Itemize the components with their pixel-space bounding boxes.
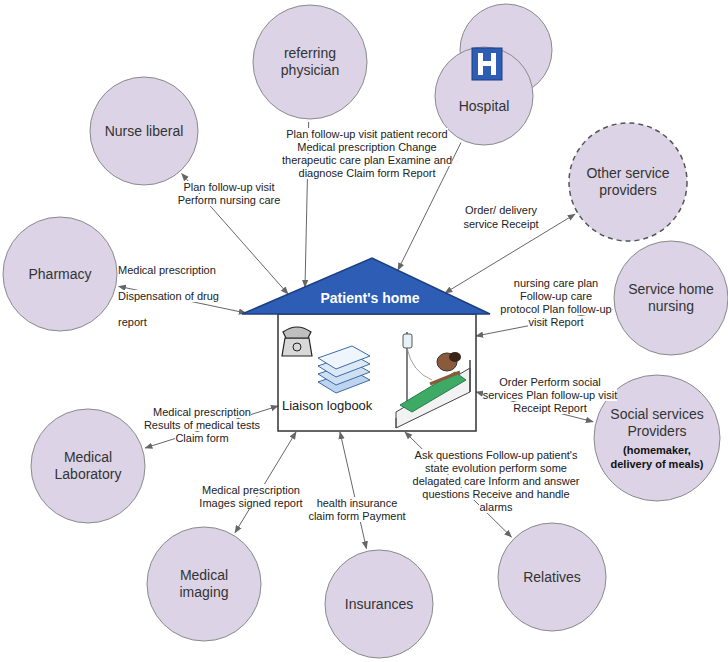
circle-node: Social services Providers (homemaker, del… (593, 374, 721, 502)
edge-label: Order/ delivery service Receipt (456, 203, 546, 231)
edge-label-text: Medical prescription Images signed repor… (199, 484, 302, 509)
edge-label-text: Order/ delivery service Receipt (463, 204, 538, 230)
circle-node: Service home nursing (613, 240, 728, 356)
text-area: Pharmacy (2, 216, 118, 332)
node-title: Pharmacy (28, 266, 91, 283)
connector-arrow (235, 432, 296, 533)
edge-label-text: Plan follow-up visit patient record Medi… (282, 128, 452, 179)
telephone-icon (282, 327, 312, 356)
edge-label-text: Medical prescription Dispensation of dru… (118, 264, 219, 328)
connector-arrow (405, 432, 511, 537)
node-title: Medical Laboratory (43, 449, 133, 483)
text-area: Medical Laboratory (30, 408, 146, 524)
circle-shape (31, 409, 145, 523)
circle-shape (253, 5, 367, 119)
text-area: Relatives (497, 522, 607, 632)
text-area: referring physician (252, 4, 368, 120)
patient-in-bed (396, 332, 470, 428)
circle-node: referring physician (252, 4, 368, 120)
text-area: Medical imaging (146, 526, 262, 642)
circle-node: Medical Laboratory (30, 408, 146, 524)
node-title: Other service providers (581, 165, 675, 199)
edge-label: Medical prescription Results of medical … (138, 406, 266, 445)
logbook-label: Liaison logbook (282, 398, 372, 413)
node-title: referring physician (265, 45, 355, 79)
circle-shape (614, 241, 728, 355)
circle-node: Relatives (497, 522, 607, 632)
house-body (278, 314, 476, 431)
hospital-icon (472, 48, 502, 80)
circle-shape (147, 527, 261, 641)
edge-label-text: Medical prescription Results of medical … (144, 406, 260, 444)
edge-label: Medical prescription Dispensation of dru… (118, 257, 230, 335)
node-outline (240, 256, 492, 432)
node-title: Hospital (459, 98, 510, 115)
connector-arrow (145, 406, 278, 448)
node-title: Medical imaging (159, 567, 249, 601)
circle-shape (498, 523, 606, 631)
edge-label: Plan follow-up visit Perform nursing car… (168, 181, 290, 207)
node-title: Patient's home (320, 290, 419, 307)
circle-shape (90, 77, 198, 185)
connector-arrow (445, 214, 575, 293)
circle-node: Other service providers (568, 122, 688, 242)
edge-label: Order Perform social services Plan follo… (482, 376, 618, 415)
connector-arrow (305, 122, 309, 287)
connector-arrow (476, 392, 593, 422)
circle-shape (594, 375, 720, 501)
node-title: Insurances (345, 596, 413, 613)
edge-label: health insurance claim form Payment (303, 497, 411, 523)
edge-label-text: nursing care plan Follow-up care protoco… (500, 277, 611, 328)
edge-label-text: health insurance claim form Payment (308, 497, 405, 522)
edge-label: Ask questions Follow-up patient's state … (410, 449, 582, 514)
edge-label-text: Order Perform social services Plan follo… (483, 376, 618, 414)
connector-arrow (398, 143, 461, 270)
circle-node: Nurse liberal (89, 76, 199, 186)
text-area: Social services Providers (homemaker, del… (593, 374, 721, 502)
node-title: Service home nursing (626, 281, 716, 315)
edge-label: nursing care plan Follow-up care protoco… (500, 277, 612, 329)
text-area: Service home nursing (613, 240, 728, 356)
circle-shape (435, 47, 533, 145)
circle-shape (325, 550, 433, 658)
text-area: Nurse liberal (89, 76, 199, 186)
connector-arrow (476, 309, 612, 336)
text-area: Other service providers (568, 122, 688, 242)
circle-node: Pharmacy (2, 216, 118, 332)
node-title: Social services Providers (607, 406, 707, 440)
circle-shape (569, 123, 687, 241)
circle-shape (3, 217, 117, 331)
node-subtitle: (homemaker, delivery of meals) (607, 443, 707, 471)
connector-arrow (340, 432, 366, 548)
node-title: Nurse liberal (105, 123, 184, 140)
edge-label: Medical prescription Images signed repor… (188, 484, 314, 510)
text-area: Patient's home (240, 256, 492, 432)
circle-node: Medical imaging (146, 526, 262, 642)
edge-label-text: Ask questions Follow-up patient's state … (413, 449, 580, 513)
house-node: Patient's home (240, 256, 492, 432)
connector-arrow (182, 174, 288, 294)
edge-label-text: Plan follow-up visit Perform nursing car… (178, 181, 281, 206)
node-title: Relatives (523, 569, 581, 586)
text-area: Insurances (324, 549, 434, 659)
papers-icon (318, 346, 370, 393)
house-roof (242, 258, 490, 314)
circle-node: Insurances (324, 549, 434, 659)
edge-label: Plan follow-up visit patient record Medi… (282, 128, 452, 180)
connector-arrow (119, 286, 246, 313)
